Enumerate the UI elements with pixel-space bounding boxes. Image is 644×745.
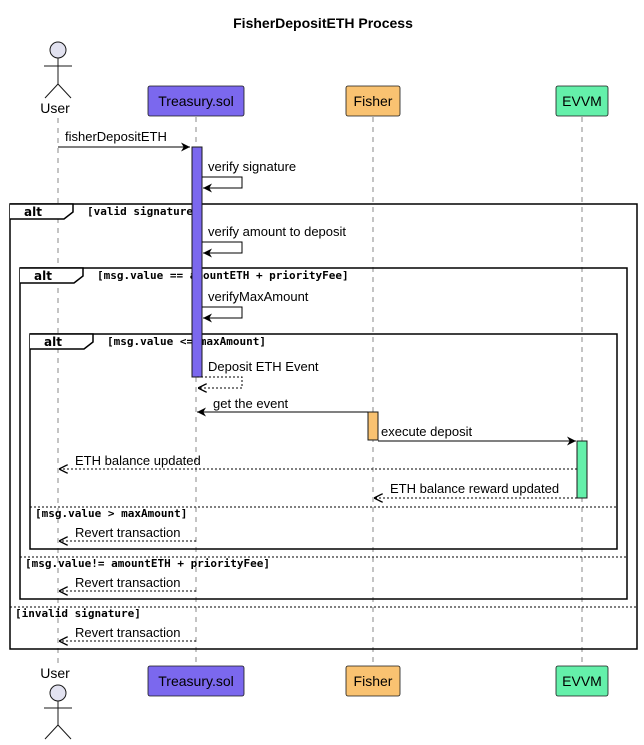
- activation-evvm: [576, 440, 588, 499]
- alt-max-guard: [msg.value <= maxAmount]: [107, 335, 266, 348]
- alt-max-keyword: alt: [44, 335, 62, 349]
- participant-evvm-label-top: EVVM: [562, 93, 602, 109]
- participant-user-label-top: User: [40, 100, 70, 116]
- alt-value-else-guard: [msg.value!= amountETH + priorityFee]: [25, 557, 270, 570]
- alt-signature-keyword: alt: [24, 205, 42, 219]
- diagram-title: FisherDepositETH Process: [233, 15, 413, 31]
- message-revert-transaction-value: Revert transaction: [59, 575, 196, 591]
- message-deposit-eth-event: Deposit ETH Event: [197, 359, 319, 388]
- message-revert-transaction-max: Revert transaction: [59, 525, 196, 541]
- participant-fisher-bottom: Fisher: [345, 665, 401, 697]
- message-revert-transaction-signature: Revert transaction: [59, 625, 196, 641]
- message-revert-transaction-signature-label: Revert transaction: [75, 625, 181, 640]
- participant-treasury-bottom: Treasury.sol: [147, 665, 245, 697]
- message-get-the-event-label: get the event: [213, 396, 289, 411]
- participant-treasury-label-top: Treasury.sol: [158, 93, 233, 109]
- actor-user-top: [44, 41, 72, 99]
- participant-fisher-label-bottom: Fisher: [354, 673, 393, 689]
- actor-user-bottom: [44, 684, 72, 740]
- participant-treasury-top: Treasury.sol: [147, 85, 245, 117]
- activation-treasury: [191, 146, 203, 378]
- message-execute-deposit-label: execute deposit: [381, 424, 472, 439]
- participant-evvm-top: EVVM: [555, 85, 609, 117]
- message-eth-balance-updated-label: ETH balance updated: [75, 453, 201, 468]
- message-fisher-deposit-eth: fisherDepositETH: [58, 129, 190, 152]
- message-revert-transaction-value-label: Revert transaction: [75, 575, 181, 590]
- message-eth-balance-updated: ETH balance updated: [59, 453, 577, 469]
- alt-fragment-max-amount: alt [msg.value <= maxAmount] [msg.value …: [29, 333, 618, 550]
- alt-signature-else-guard: [invalid signature]: [15, 607, 141, 620]
- message-verify-signature: verify signature: [202, 159, 296, 193]
- message-get-the-event: get the event: [197, 396, 368, 417]
- alt-fragment-value: alt [msg.value == amountETH + priorityFe…: [19, 267, 628, 600]
- message-verify-max-amount: verifyMaxAmount: [202, 289, 309, 323]
- message-eth-balance-reward-updated-label: ETH balance reward updated: [390, 481, 559, 496]
- message-verify-max-amount-label: verifyMaxAmount: [208, 289, 309, 304]
- participant-user-label-bottom: User: [40, 665, 70, 681]
- participant-fisher-top: Fisher: [345, 85, 401, 117]
- message-fisher-deposit-eth-label: fisherDepositETH: [65, 129, 167, 144]
- participant-evvm-label-bottom: EVVM: [562, 673, 602, 689]
- message-verify-amount: verify amount to deposit: [202, 224, 346, 258]
- alt-max-else-guard: [msg.value > maxAmount]: [35, 507, 187, 520]
- activation-fisher: [367, 411, 379, 441]
- message-verify-signature-label: verify signature: [208, 159, 296, 174]
- participant-fisher-label-top: Fisher: [354, 93, 393, 109]
- message-deposit-eth-event-label: Deposit ETH Event: [208, 359, 319, 374]
- alt-fragment-signature: alt [valid signature] [invalid signature…: [9, 203, 638, 650]
- alt-value-keyword: alt: [34, 269, 52, 283]
- message-eth-balance-reward-updated: ETH balance reward updated: [374, 481, 577, 498]
- alt-value-guard: [msg.value == amountETH + priorityFee]: [97, 269, 349, 282]
- participant-treasury-label-bottom: Treasury.sol: [158, 673, 233, 689]
- message-execute-deposit: execute deposit: [378, 424, 576, 446]
- message-verify-amount-label: verify amount to deposit: [208, 224, 346, 239]
- alt-signature-guard: [valid signature]: [87, 205, 200, 218]
- message-revert-transaction-max-label: Revert transaction: [75, 525, 181, 540]
- participant-evvm-bottom: EVVM: [555, 665, 609, 697]
